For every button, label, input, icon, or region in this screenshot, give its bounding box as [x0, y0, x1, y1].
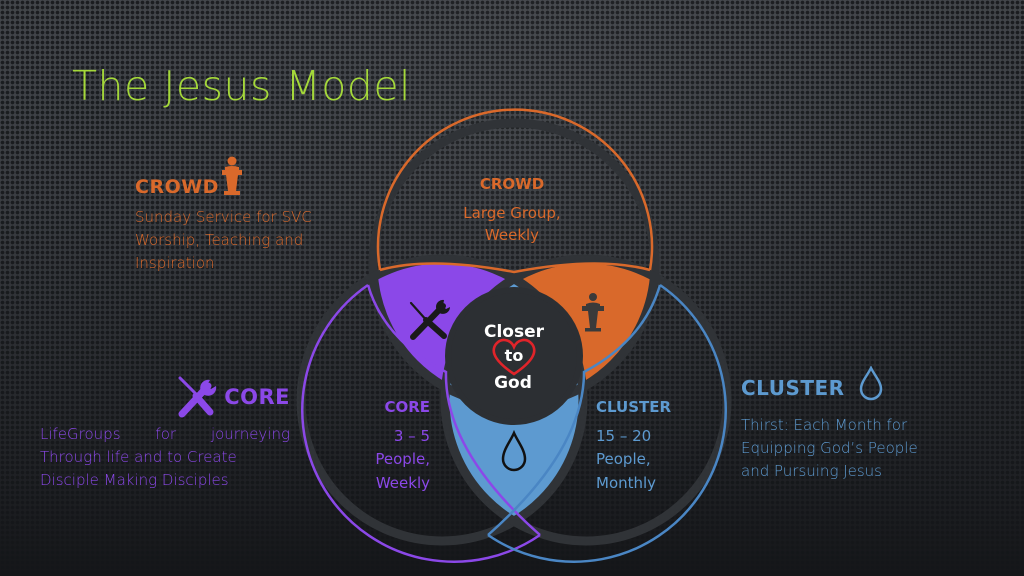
venn-cluster-heading: CLUSTER: [596, 398, 671, 416]
crowd-description-block: CROWD Sunday Service for SVC Worship, Te…: [135, 156, 375, 275]
crowd-circle-outline: [376, 108, 654, 271]
core-description-line: LifeGroups for journeying: [40, 425, 290, 443]
core-circle-outline: [301, 283, 541, 563]
center-text-line: Closer: [484, 322, 545, 342]
cluster-circle-outline: [487, 283, 727, 563]
core-description-block: CORE LifeGroups for journeying Through l…: [40, 375, 290, 492]
crowd-description-line: Sunday Service for SVC: [135, 208, 312, 226]
slide-title: The Jesus Model: [72, 62, 411, 110]
center-text-line: to: [505, 346, 524, 365]
water-drop-icon: [859, 366, 882, 401]
heart-icon: [492, 338, 536, 376]
cluster-description-line: and Pursuing Jesus: [741, 462, 882, 480]
venn-core-line: Weekly: [376, 474, 430, 492]
venn-core-line: People,: [375, 450, 430, 468]
crowd-description-line: Inspiration: [135, 254, 215, 272]
podium-icon: [582, 293, 604, 332]
core-description-line: Through life and to Create: [40, 448, 237, 466]
tools-icon: [409, 299, 450, 340]
center-circle: [448, 290, 580, 422]
cluster-description-line: Equipping God’s People: [741, 439, 918, 457]
cluster-description-line: Thirst: Each Month for: [741, 416, 908, 434]
venn-core-heading: CORE: [384, 398, 430, 416]
venn-cluster-line: 15 – 20: [596, 427, 651, 445]
venn-cluster-line: People,: [596, 450, 651, 468]
podium-icon: [221, 156, 242, 195]
water-drop-icon: [501, 429, 527, 472]
core-heading: CORE: [224, 385, 290, 409]
venn-cluster-line: Monthly: [596, 474, 656, 492]
cluster-description-block: CLUSTER Thirst: Each Month for Equipping…: [741, 366, 1001, 483]
cluster-heading: CLUSTER: [741, 376, 845, 400]
venn-core-line: 3 – 5: [394, 427, 430, 445]
core-description-line: Disciple Making Disciples: [40, 471, 229, 489]
tools-icon: [178, 376, 217, 418]
crowd-heading: CROWD: [135, 176, 219, 198]
venn-crowd-line: Large Group,: [463, 204, 560, 222]
crowd-description-line: Worship, Teaching and: [135, 231, 304, 249]
venn-crowd-heading: CROWD: [480, 175, 544, 193]
venn-crowd-line: Weekly: [485, 226, 539, 244]
center-text-line: God: [494, 373, 532, 393]
